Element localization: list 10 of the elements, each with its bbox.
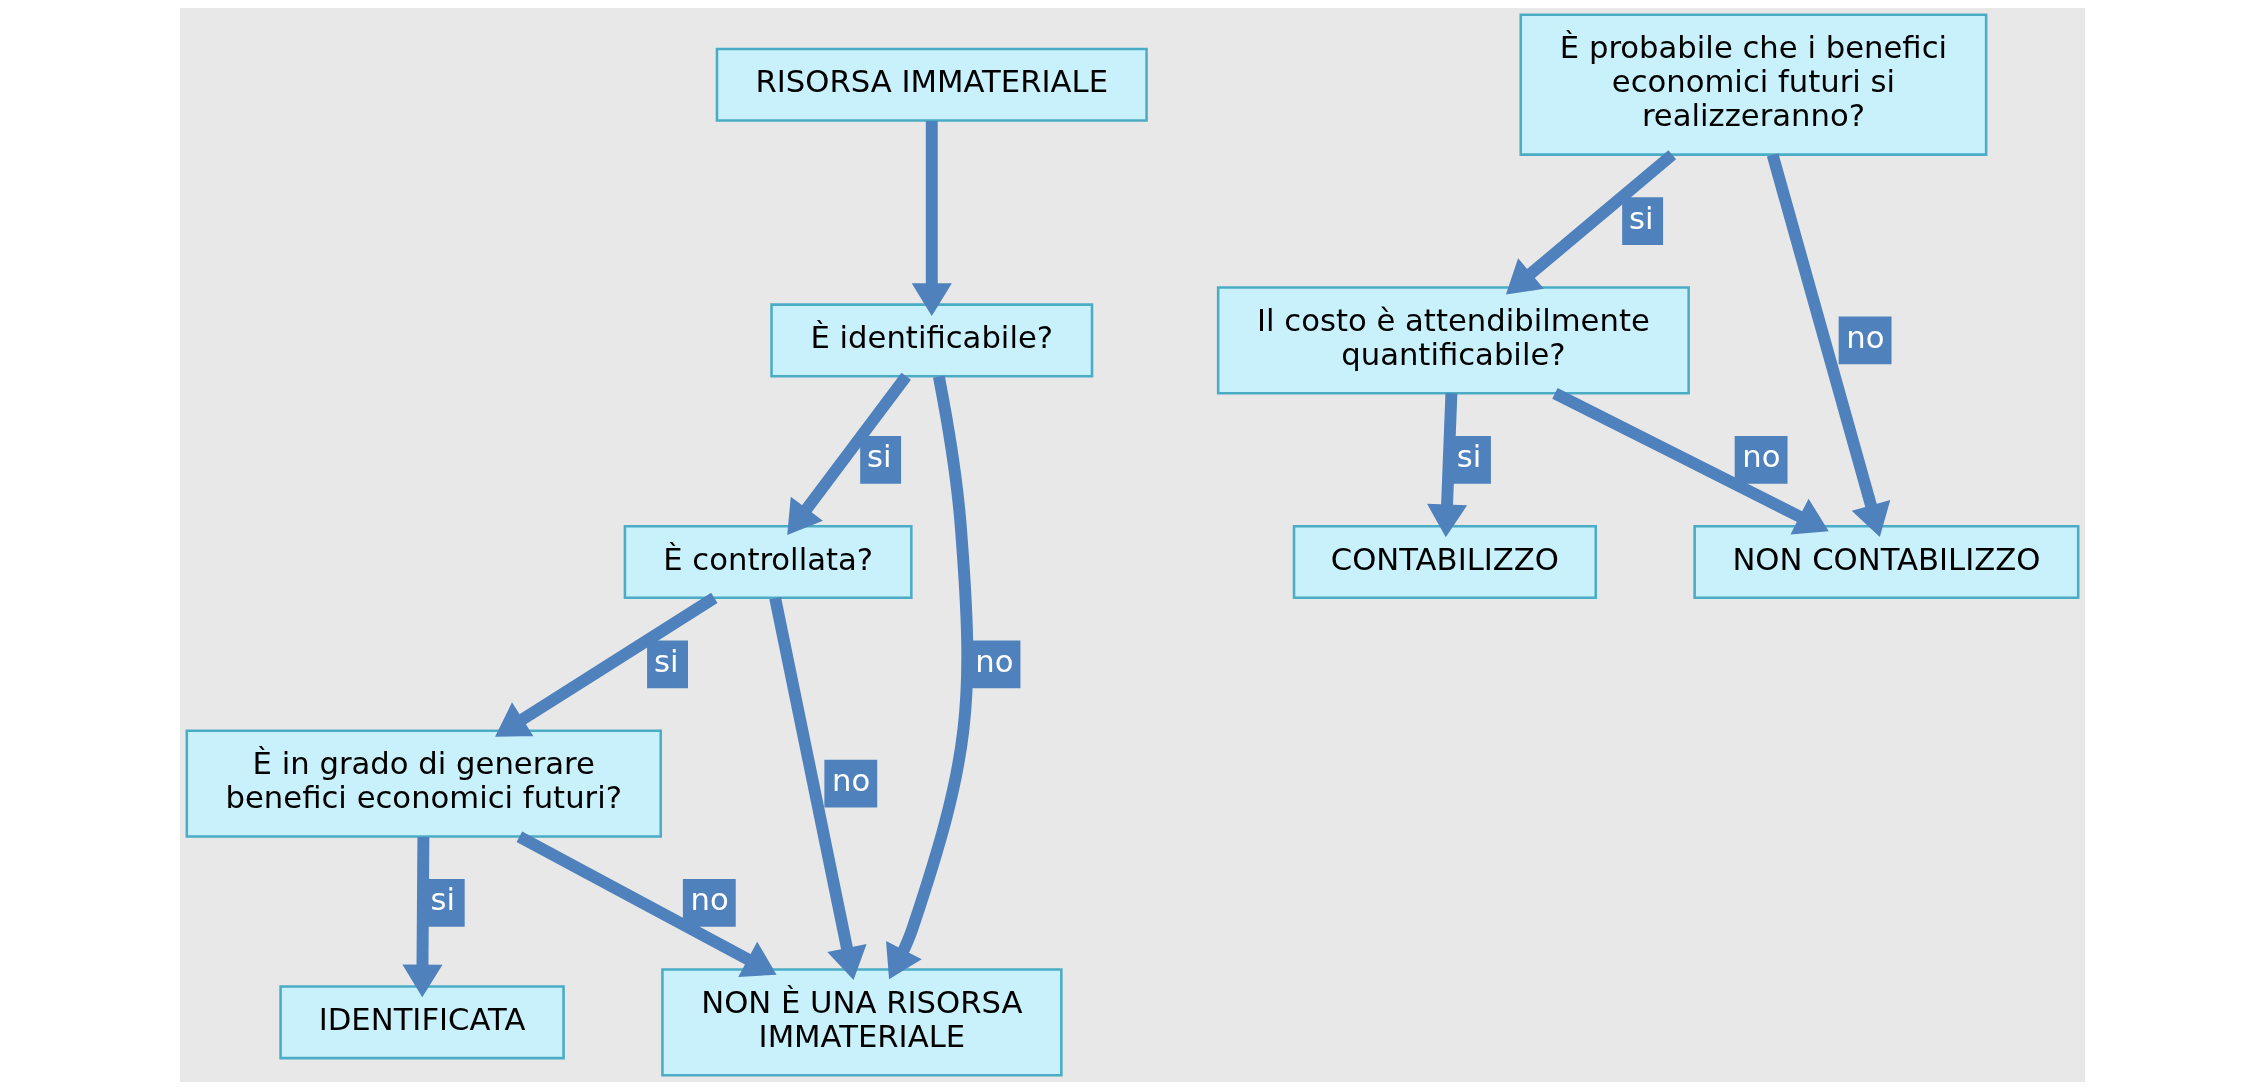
edge-label: si [1628, 200, 1654, 236]
edge-label: si [866, 439, 892, 475]
edge-label: si [653, 643, 678, 679]
edge-label: si [430, 882, 455, 918]
edge-label: no [974, 643, 1013, 679]
edge-label: si [1456, 439, 1481, 475]
edge-label: no [1741, 439, 1781, 475]
edge-label: no [1845, 319, 1885, 355]
edge-label: no [690, 882, 729, 918]
edge-label: no [831, 763, 870, 799]
